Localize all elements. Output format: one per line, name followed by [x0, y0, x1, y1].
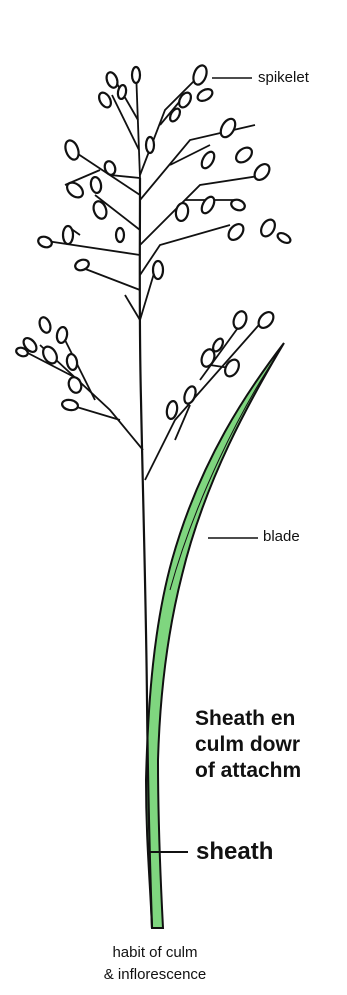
blade-label: blade: [263, 528, 300, 545]
sheath-note-line-3: of attachm: [195, 758, 301, 784]
caption-line-1: habit of culm: [55, 942, 255, 964]
sheath-label: sheath: [196, 838, 273, 866]
caption-line-2: & inflorescence: [55, 964, 255, 986]
sheath-note-line-1: Sheath en: [195, 706, 295, 732]
sheath-note-line-2: culm dowr: [195, 732, 300, 758]
caption: habit of culm & inflorescence: [55, 942, 255, 986]
spikelet-label: spikelet: [258, 69, 309, 86]
